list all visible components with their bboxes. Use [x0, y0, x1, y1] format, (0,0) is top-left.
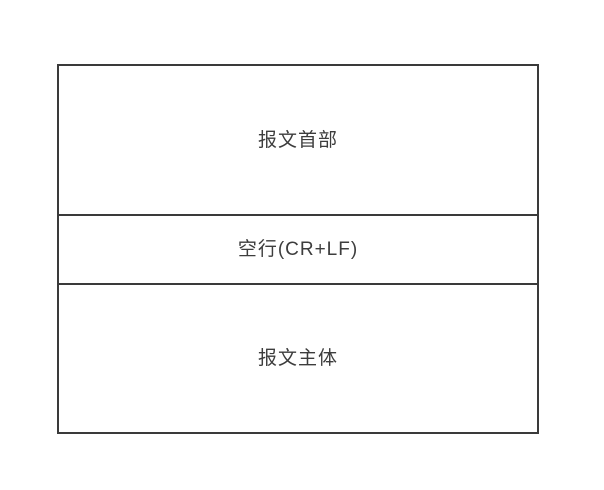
message-body-label: 报文主体 [257, 348, 338, 369]
empty-line-label: 空行(CR+LF) [237, 239, 359, 260]
http-message-diagram: 报文首部 空行(CR+LF) 报文主体 [57, 64, 539, 434]
message-header-label: 报文首部 [257, 129, 338, 151]
row-empty-line: 空行(CR+LF) [59, 216, 537, 285]
row-message-header: 报文首部 [59, 66, 537, 216]
row-message-body: 报文主体 [59, 285, 537, 432]
